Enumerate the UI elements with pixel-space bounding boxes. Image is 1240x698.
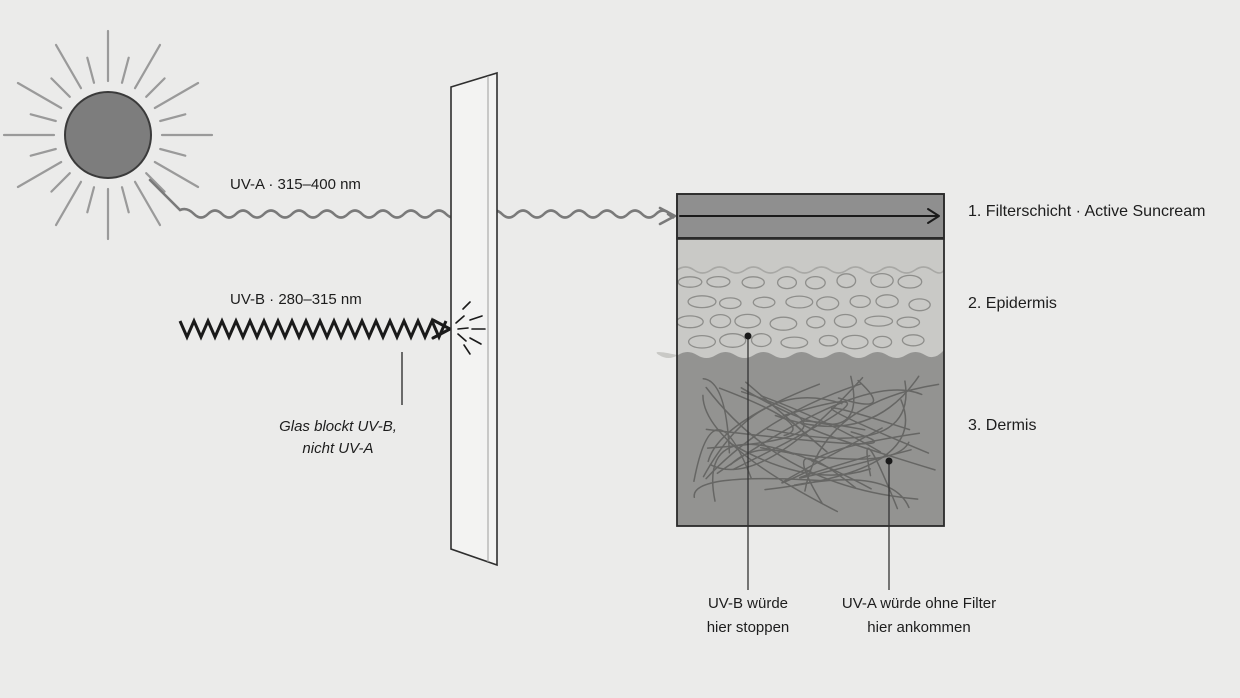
uvb-label: UV-B · 280–315 nm: [230, 291, 362, 308]
callout-uva-arrive: UV-A würde ohne Filter hier ankommen: [829, 592, 1009, 640]
skin-cross-section: [656, 193, 945, 527]
layer-label-dermis: 3. Dermis: [968, 417, 1037, 434]
uvb-scatter-icon: [455, 301, 486, 355]
glass-note: Glas blockt UV-B, nicht UV-A: [268, 416, 408, 460]
layer-label-filter: 1. Filterschicht · Active Suncream: [968, 203, 1206, 220]
callout-uva-line2: hier ankommen: [867, 619, 971, 636]
glass-note-line1: Glas blockt UV-B,: [279, 418, 397, 435]
callout-uvb-line2: hier stoppen: [706, 619, 790, 636]
callout-uvb-line1: UV-B würde: [707, 595, 789, 612]
uvb-ray: [178, 317, 448, 341]
uva-label: UV-A · 315–400 nm: [230, 176, 361, 193]
callout-uvb-stop: UV-B würde hier stoppen: [688, 592, 808, 640]
sun-icon: [2, 29, 214, 241]
uvb-arrowhead-icon: [431, 318, 452, 340]
layer-label-epidermis: 2. Epidermis: [968, 295, 1057, 312]
callout-leaders: [747, 336, 890, 590]
epidermis-layer: [656, 238, 944, 358]
uva-arrowhead-icon: [658, 206, 677, 226]
uva-ray: [148, 178, 675, 219]
glass-note-line2: nicht UV-A: [302, 440, 374, 457]
filter-arrow: [679, 208, 940, 224]
callout-uva-line1: UV-A würde ohne Filter: [841, 595, 997, 612]
uva-arrive-marker: [885, 457, 893, 465]
uvb-stop-marker: [744, 332, 752, 340]
